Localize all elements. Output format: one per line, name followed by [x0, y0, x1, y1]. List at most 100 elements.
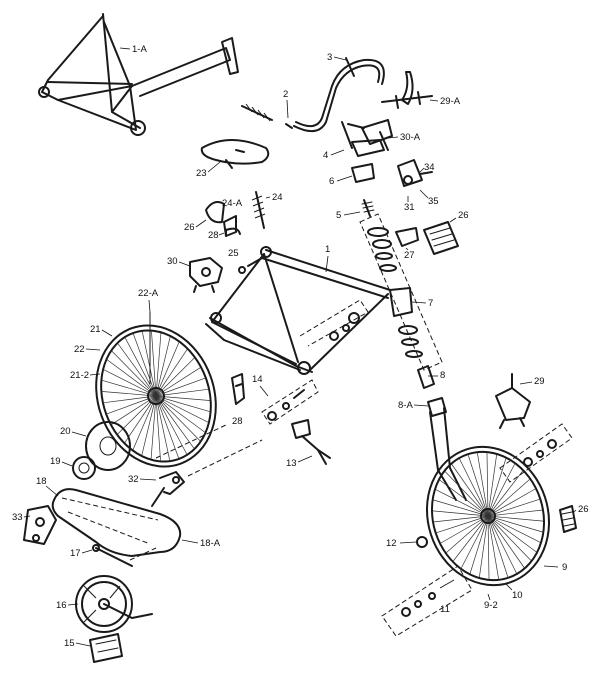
brake-lever-part-30a [347, 119, 393, 151]
wheel-spoke [124, 337, 157, 397]
callout-21-2: 21-2 [70, 370, 89, 381]
callout-26-left: 26 [184, 222, 195, 233]
pedal-part-15 [89, 633, 123, 663]
wheel-spoke [155, 342, 180, 397]
wheel-spoke [469, 515, 489, 574]
callout-16: 16 [56, 600, 67, 611]
callout-labels: 1-A 2 3 4 6 5 23 24 24-A 26 28 25 30 1 7… [12, 44, 589, 649]
callout-15: 15 [64, 638, 75, 649]
callout-17: 17 [70, 548, 81, 559]
wheel-spoke [467, 454, 489, 517]
callout-21: 21 [90, 324, 101, 335]
wheel-spoke [155, 395, 201, 442]
callout-20: 20 [60, 426, 71, 437]
headset-stack-part-7 [359, 213, 443, 371]
front-fork-part-8 [417, 365, 467, 501]
nut-part-12 [416, 536, 428, 548]
wheel-spoke [487, 515, 537, 553]
kickstand-part-13 [291, 419, 331, 465]
stem-part-4 [341, 121, 385, 217]
front-hub-parts [499, 423, 573, 483]
callout-23: 23 [196, 168, 207, 179]
chain-part-18 [51, 488, 182, 557]
derailleur-part-32 [151, 471, 185, 507]
wheel-spoke [487, 498, 540, 517]
wheel-spoke [111, 350, 157, 397]
wheel-spoke [141, 395, 157, 455]
callout-22a: 22-A [138, 288, 159, 299]
wheel-spoke [487, 515, 541, 543]
axle-part-17 [92, 544, 133, 567]
wheel-spoke [155, 395, 161, 461]
wheel-spoke [487, 458, 507, 517]
callout-8: 8 [440, 370, 445, 381]
wheel-spoke [479, 515, 489, 578]
wheel-spoke [477, 453, 489, 517]
wheel-spoke [439, 479, 489, 517]
wheel-spoke [440, 515, 489, 544]
callout-34: 34 [424, 162, 435, 173]
callout-18a: 18-A [200, 538, 221, 549]
clip-part-28 [231, 373, 245, 405]
callout-19: 19 [50, 456, 61, 467]
wheel-spoke [150, 395, 157, 459]
wheel-spoke [155, 337, 171, 397]
wheel-spoke [461, 515, 489, 569]
wheel-spoke [487, 515, 532, 561]
wheel-spoke [487, 463, 515, 517]
wheel-spoke [132, 395, 157, 450]
axle-group-part-11 [381, 565, 473, 637]
callout-30a: 30-A [400, 132, 421, 143]
wheel-spoke [487, 515, 509, 578]
callout-26-right: 26 [458, 210, 469, 221]
wheel-spoke [155, 349, 188, 397]
wheel-spoke [155, 395, 210, 412]
wheel-spoke [487, 488, 536, 517]
callout-9-2: 9-2 [484, 600, 498, 611]
front-wheel-part-9 [425, 445, 551, 587]
callout-13: 13 [286, 458, 297, 469]
wheel-spoke [155, 395, 188, 455]
callout-1a: 1-A [132, 44, 147, 55]
callout-24: 24 [272, 192, 283, 203]
wheel-spoke [433, 499, 489, 517]
callout-26-front: 26 [578, 504, 589, 515]
wheel-spoke [102, 380, 157, 397]
wheel-spoke [487, 454, 497, 517]
wheel-spoke [103, 369, 157, 397]
callout-14: 14 [252, 374, 263, 385]
shifter-part-31 [397, 159, 433, 187]
wheel-spoke [487, 515, 499, 579]
wheel-spoke [155, 395, 171, 461]
callout-11: 11 [440, 604, 450, 615]
chainring-part-16 [75, 575, 153, 633]
wheel-spoke [446, 515, 489, 553]
wheel-spoke [486, 453, 489, 517]
callout-29a: 29-A [440, 96, 461, 107]
callout-28-top: 28 [208, 230, 219, 241]
wheel-spoke [487, 515, 543, 533]
callout-35: 35 [428, 196, 439, 207]
rear-wheel-part-21 [95, 312, 217, 468]
callout-12: 12 [386, 538, 397, 549]
wheel-spoke [487, 515, 490, 579]
callout-2: 2 [283, 89, 288, 100]
brake-lever-part-29a [381, 71, 433, 109]
wheel-spoke [487, 470, 523, 517]
freewheel-part-19 [72, 456, 96, 480]
seat-clamp-part-26 [205, 201, 241, 237]
saddle-part-23 [200, 139, 270, 169]
sprocket-part-20 [85, 421, 131, 471]
brake-caliper-part-30 [189, 257, 223, 293]
wheel-spoke [487, 509, 543, 517]
wheel-spoke [124, 395, 157, 443]
wheel-spoke [487, 515, 525, 568]
callout-3: 3 [327, 52, 332, 63]
callout-18: 18 [36, 476, 47, 487]
wheel-spoke [155, 395, 179, 459]
bottom-bracket-part-14 [261, 299, 369, 425]
callout-27: 27 [404, 250, 415, 261]
callout-24a: 24-A [222, 198, 243, 209]
assembly-guide-lines [129, 423, 263, 561]
